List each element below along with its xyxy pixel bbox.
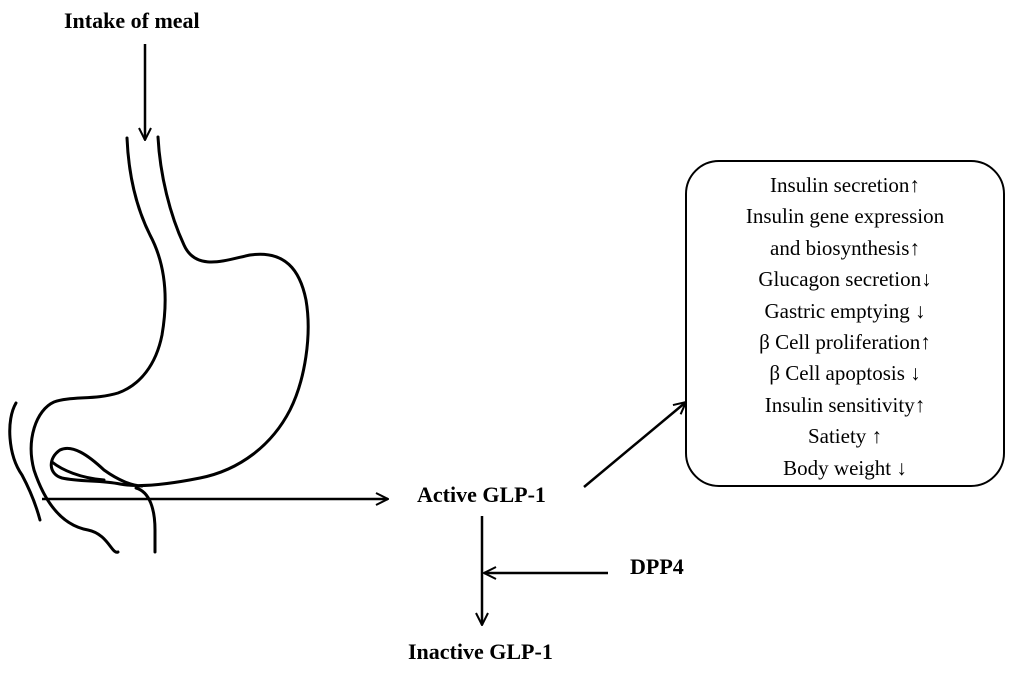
glp1-effects-box: Insulin secretion↑ Insulin gene expressi… — [685, 160, 1005, 487]
active-glp1-label: Active GLP-1 — [417, 482, 546, 507]
effect-item: Insulin gene expression — [745, 204, 945, 229]
active-to-effects-arrow — [583, 402, 686, 488]
effect-item: Gastric emptying ↓ — [764, 298, 926, 323]
effect-item: Body weight ↓ — [783, 455, 907, 480]
effect-item: β Cell apoptosis ↓ — [769, 361, 921, 386]
inactive-glp1-label: Inactive GLP-1 — [408, 639, 553, 664]
duodenum-loop — [8, 401, 42, 522]
stomach-outer-wall — [49, 135, 310, 488]
stomach-inner-wall — [29, 136, 167, 554]
dpp4-label: DPP4 — [630, 554, 684, 579]
effect-item: Glucagon secretion↓ — [758, 267, 932, 292]
effect-item: and biosynthesis↑ — [770, 235, 920, 260]
effect-item: Insulin sensitivity↑ — [764, 392, 926, 417]
effect-item: Insulin secretion↑ — [770, 173, 920, 197]
stomach-fold — [50, 460, 106, 482]
meal-intake-label: Intake of meal — [64, 8, 200, 33]
effect-item: Satiety ↑ — [807, 424, 883, 449]
stomach-illustration — [8, 135, 310, 554]
effect-item: β Cell proliferation↑ — [759, 330, 931, 355]
duodenum-wall — [134, 486, 157, 554]
